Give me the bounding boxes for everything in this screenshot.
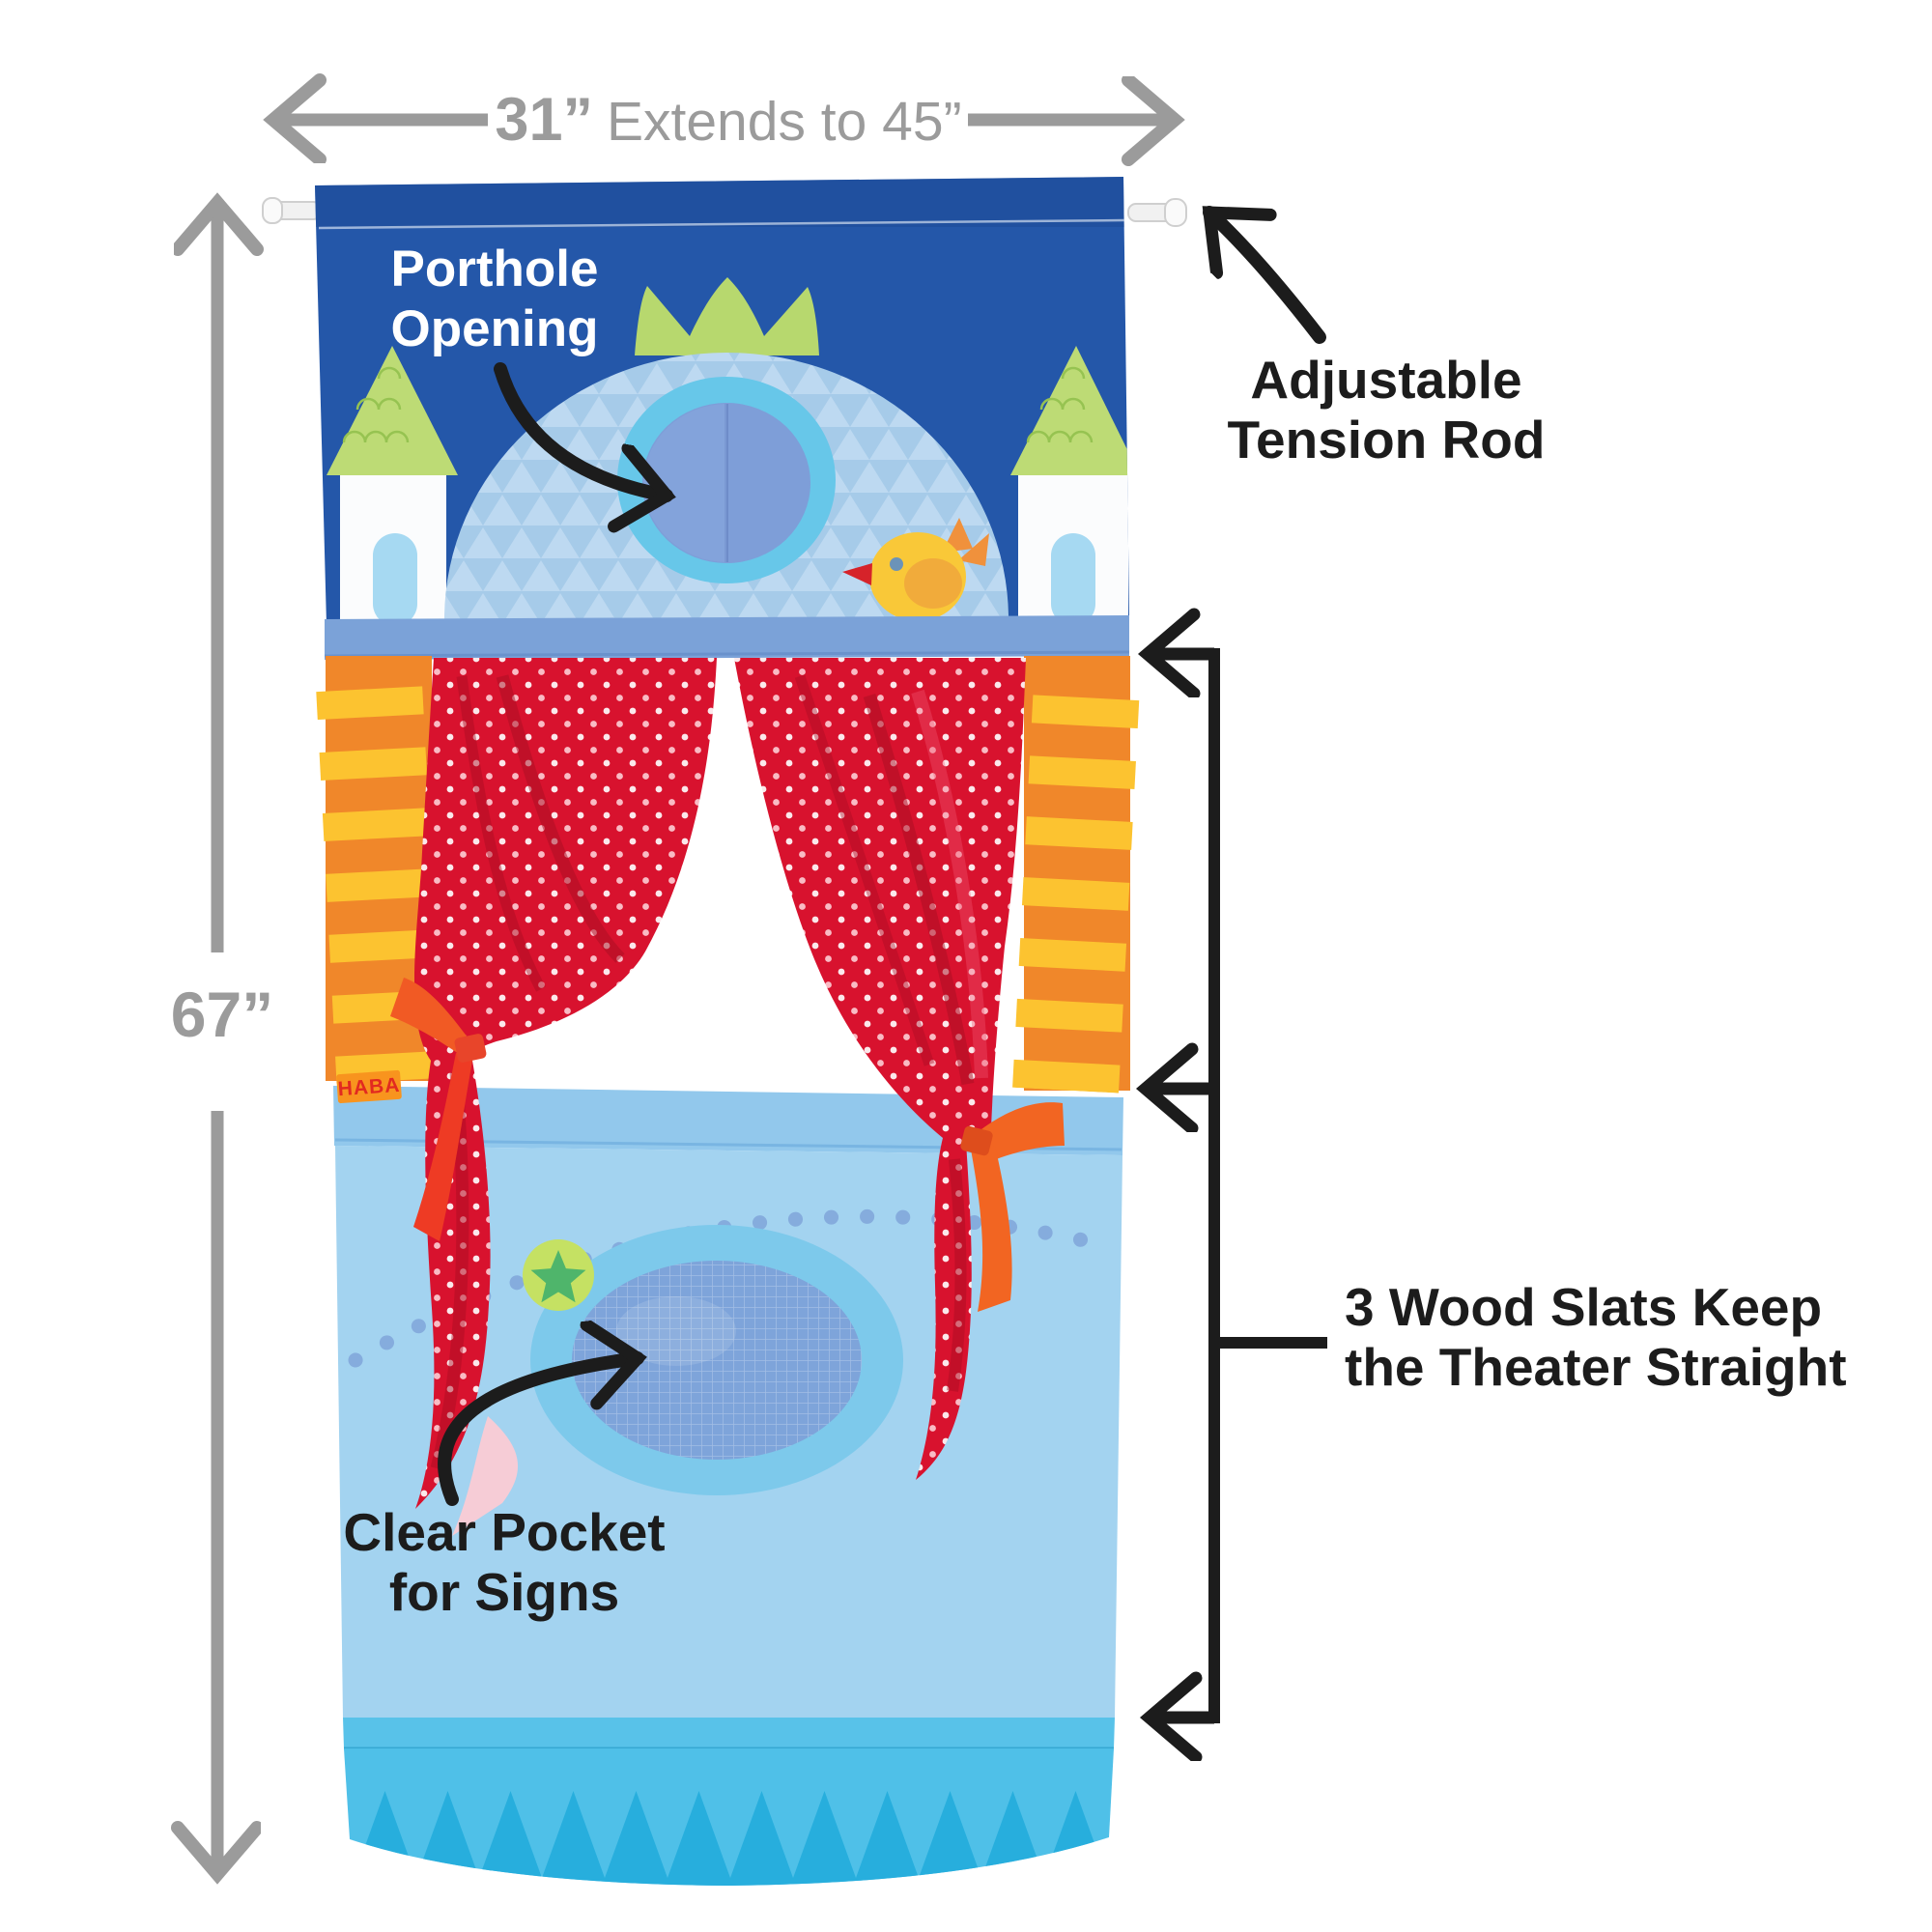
clear-pocket-arrow (438, 1358, 638, 1506)
tension-rod-arrow (1209, 206, 1326, 344)
wood-slats-label-line1: 3 Wood Slats Keep (1345, 1277, 1822, 1337)
top-slat-bar (325, 615, 1129, 660)
left-curtain-lining (452, 1416, 519, 1536)
porthole-annotation: Porthole Opening (391, 241, 667, 496)
left-tower-roof (327, 346, 458, 475)
bottom-hem (344, 1748, 1114, 1886)
right-tieback-bow[interactable] (959, 1102, 1065, 1312)
left-tieback-bow[interactable] (390, 978, 487, 1241)
bird (842, 518, 989, 625)
top-dimension-text: 31”Extends to 45” (495, 86, 961, 154)
right-roof-scallops (1026, 366, 1094, 443)
right-curtain-fabric[interactable] (734, 658, 1026, 1480)
left-curtain-fold-2 (456, 675, 546, 992)
clear-pocket (530, 1225, 903, 1495)
left-dimension: 67” (171, 203, 273, 1874)
left-roof-scallops (342, 366, 410, 443)
right-striped-column (1012, 656, 1142, 1094)
right-curtain-fold-2 (794, 674, 935, 1066)
tension-rod-right-cap (1164, 198, 1187, 227)
right-column-stripes (1012, 694, 1142, 1094)
bird-eye (890, 557, 903, 571)
top-dimension: 31”Extends to 45” (273, 86, 1175, 154)
tension-rod (262, 197, 1187, 227)
brand-tag: HABA (336, 1069, 402, 1104)
bird-tail-feather-2 (958, 533, 989, 566)
left-curtain-fabric[interactable] (414, 658, 717, 1509)
wood-slats-annotation: 3 Wood Slats Keep the Theater Straight (1146, 648, 1847, 1723)
bottom-slat-band (343, 1718, 1115, 1748)
tension-rod-left-cap (262, 197, 283, 224)
star-icon (530, 1250, 586, 1303)
left-curtain-fold (496, 674, 625, 963)
tension-rod-label-line2: Tension Rod (1228, 410, 1546, 469)
right-tower-roof (1010, 346, 1129, 475)
porthole-label-line2: Opening (391, 300, 599, 357)
star-badge (523, 1239, 594, 1311)
left-tower-window (373, 533, 417, 625)
left-dimension-text: 67” (171, 979, 273, 1050)
clear-pocket-annotation: Clear Pocket for Signs (343, 1358, 666, 1622)
top-slat-seam (324, 650, 1130, 658)
right-curtain-highlight (911, 689, 988, 1079)
sleeve-stitch-line (318, 218, 1127, 230)
right-curtain-tail-fold (947, 1158, 967, 1392)
bird-beak (842, 563, 872, 585)
porthole-arrow (494, 362, 667, 496)
bird-wing (904, 558, 962, 609)
right-tower-window (1051, 533, 1095, 625)
crown (635, 277, 819, 355)
tension-rod-annotation: Adjustable Tension Rod (1209, 206, 1546, 469)
left-curtain[interactable] (390, 658, 717, 1536)
rod-sleeve (315, 177, 1129, 227)
clear-pocket-label-line2: for Signs (389, 1562, 619, 1622)
porthole-label-line1: Porthole (391, 241, 599, 298)
right-tower (1010, 346, 1129, 625)
clear-pocket-label-line1: Clear Pocket (343, 1502, 665, 1562)
lower-panel (333, 1086, 1123, 1886)
left-tower (327, 346, 458, 625)
wood-slats-label-line2: the Theater Straight (1345, 1337, 1847, 1397)
right-curtain[interactable] (734, 658, 1065, 1480)
tension-rod-label-line1: Adjustable (1250, 350, 1521, 410)
brand-tag-text: HABA (337, 1074, 401, 1100)
right-curtain-fold (863, 694, 975, 1086)
brand-tag-fabric (336, 1069, 402, 1104)
porthole (617, 377, 836, 583)
pocket-window[interactable] (572, 1261, 862, 1460)
